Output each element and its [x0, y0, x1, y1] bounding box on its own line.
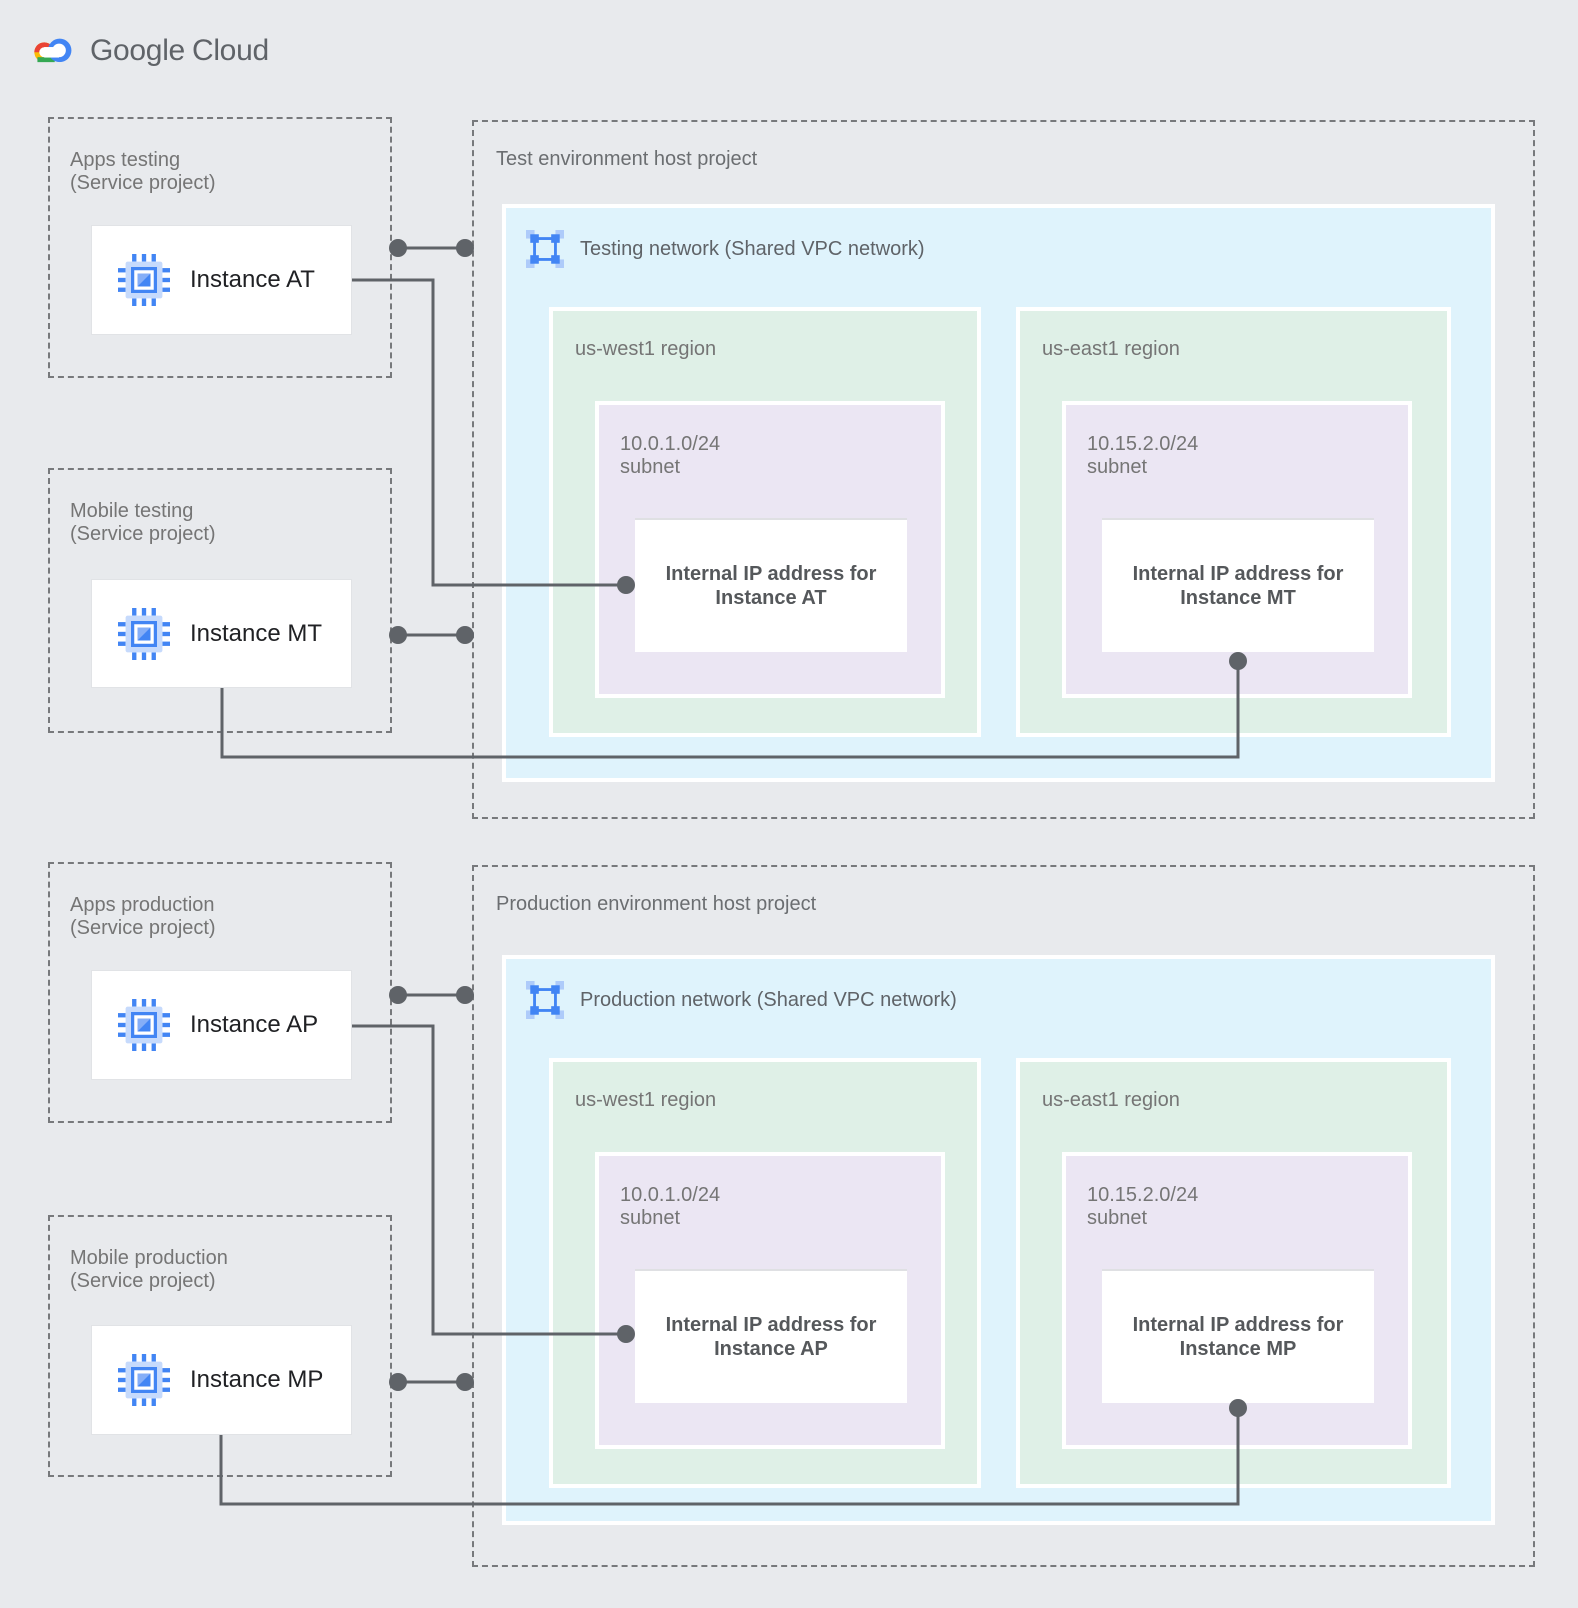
instance-label: Instance MT [190, 619, 323, 647]
region-label: us-east1 region [1042, 338, 1180, 360]
compute-engine-icon [118, 254, 170, 306]
network-header: Production network (Shared VPC network) [526, 981, 957, 1019]
region-label: us-east1 region [1042, 1089, 1180, 1111]
project-name: Apps testing [70, 149, 181, 171]
vpc-network-icon [526, 981, 564, 1019]
network-label: Testing network (Shared VPC network) [580, 237, 925, 260]
ip-label-line2: Instance AP [714, 1338, 828, 1360]
compute-engine-icon [118, 607, 170, 660]
service-project-mobile-production: Mobile production (Service project) Inst… [48, 1215, 392, 1477]
instance-card-mp: Instance MP [91, 1325, 352, 1435]
project-name: Mobile production [70, 1247, 228, 1269]
project-subtitle: (Service project) [70, 917, 216, 939]
subnet-label: 10.15.2.0/24 subnet [1087, 433, 1198, 479]
subnet-us-east1: 10.15.2.0/24 subnet Internal IP address … [1062, 401, 1412, 698]
region-us-east1: us-east1 region 10.15.2.0/24 subnet Inte… [1016, 1058, 1451, 1488]
internal-ip-box-mp: Internal IP address for Instance MP [1102, 1269, 1374, 1403]
internal-ip-box-ap: Internal IP address for Instance AP [635, 1269, 907, 1403]
service-project-label: Mobile production (Service project) [70, 1247, 228, 1293]
instance-label: Instance MP [190, 1366, 324, 1393]
project-name: Mobile testing [70, 500, 194, 522]
subnet-cidr: 10.15.2.0/24 [1087, 433, 1199, 455]
instance-label: Instance AP [190, 1011, 319, 1038]
service-project-label: Apps testing (Service project) [70, 149, 216, 195]
subnet-cidr: 10.0.1.0/24 [620, 433, 721, 455]
subnet-us-west1: 10.0.1.0/24 subnet Internal IP address f… [595, 401, 945, 698]
instance-card-mt: Instance MT [91, 579, 352, 688]
compute-engine-icon [118, 999, 170, 1051]
host-project-label: Test environment host project [496, 148, 758, 170]
ip-label-line1: Internal IP address for [665, 1314, 877, 1336]
instance-card-ap: Instance AP [91, 970, 352, 1080]
subnet-label: 10.15.2.0/24 subnet [1087, 1184, 1198, 1230]
ip-label-line1: Internal IP address for [1132, 1314, 1344, 1336]
project-subtitle: (Service project) [70, 523, 216, 545]
ip-label-line1: Internal IP address for [1132, 563, 1344, 585]
project-subtitle: (Service project) [70, 1270, 216, 1292]
ip-label-line2: Instance AT [715, 587, 827, 609]
testing-network: Testing network (Shared VPC network) us-… [502, 204, 1495, 782]
project-subtitle: (Service project) [70, 172, 216, 194]
network-header: Testing network (Shared VPC network) [526, 230, 925, 268]
service-project-label: Apps production (Service project) [70, 894, 216, 940]
vpc-network-icon [526, 230, 564, 268]
ip-label-line1: Internal IP address for [665, 563, 877, 585]
subnet-word: subnet [620, 1207, 681, 1229]
subnet-label: 10.0.1.0/24 subnet [620, 433, 720, 479]
internal-ip-box-mt: Internal IP address for Instance MT [1102, 518, 1374, 652]
logo-word-google: Google [90, 34, 185, 67]
test-host-project: Test environment host project Testing ne… [472, 120, 1535, 819]
subnet-word: subnet [1087, 456, 1148, 478]
subnet-us-west1: 10.0.1.0/24 subnet Internal IP address f… [595, 1152, 945, 1449]
service-project-apps-testing: Apps testing (Service project) Instance … [48, 117, 392, 378]
ip-label-line2: Instance MT [1180, 587, 1296, 609]
network-label: Production network (Shared VPC network) [580, 988, 957, 1011]
google-cloud-logo-icon [30, 38, 77, 66]
production-network: Production network (Shared VPC network) … [502, 955, 1495, 1525]
service-project-mobile-testing: Mobile testing (Service project) Instanc… [48, 468, 392, 733]
internal-ip-box-at: Internal IP address for Instance AT [635, 518, 907, 652]
project-name: Apps production [70, 894, 215, 916]
region-label: us-west1 region [575, 338, 717, 360]
region-us-west1: us-west1 region 10.0.1.0/24 subnet Inter… [549, 1058, 981, 1488]
service-project-apps-production: Apps production (Service project) Instan… [48, 862, 392, 1123]
ip-label-line2: Instance MP [1179, 1338, 1297, 1360]
subnet-us-east1: 10.15.2.0/24 subnet Internal IP address … [1062, 1152, 1412, 1449]
subnet-cidr: 10.15.2.0/24 [1087, 1184, 1199, 1206]
region-us-west1: us-west1 region 10.0.1.0/24 subnet Inter… [549, 307, 981, 737]
subnet-label: 10.0.1.0/24 subnet [620, 1184, 720, 1230]
region-label: us-west1 region [575, 1089, 717, 1111]
production-host-project: Production environment host project Prod… [472, 865, 1535, 1567]
subnet-cidr: 10.0.1.0/24 [620, 1184, 721, 1206]
region-us-east1: us-east1 region 10.15.2.0/24 subnet Inte… [1016, 307, 1451, 737]
service-project-label: Mobile testing (Service project) [70, 500, 216, 546]
instance-label: Instance AT [190, 266, 315, 293]
subnet-word: subnet [1087, 1207, 1148, 1229]
compute-engine-icon [118, 1354, 170, 1406]
subnet-word: subnet [620, 456, 681, 478]
host-project-label: Production environment host project [496, 893, 817, 915]
instance-card-at: Instance AT [91, 225, 352, 335]
logo-word-cloud: Cloud [191, 34, 269, 67]
